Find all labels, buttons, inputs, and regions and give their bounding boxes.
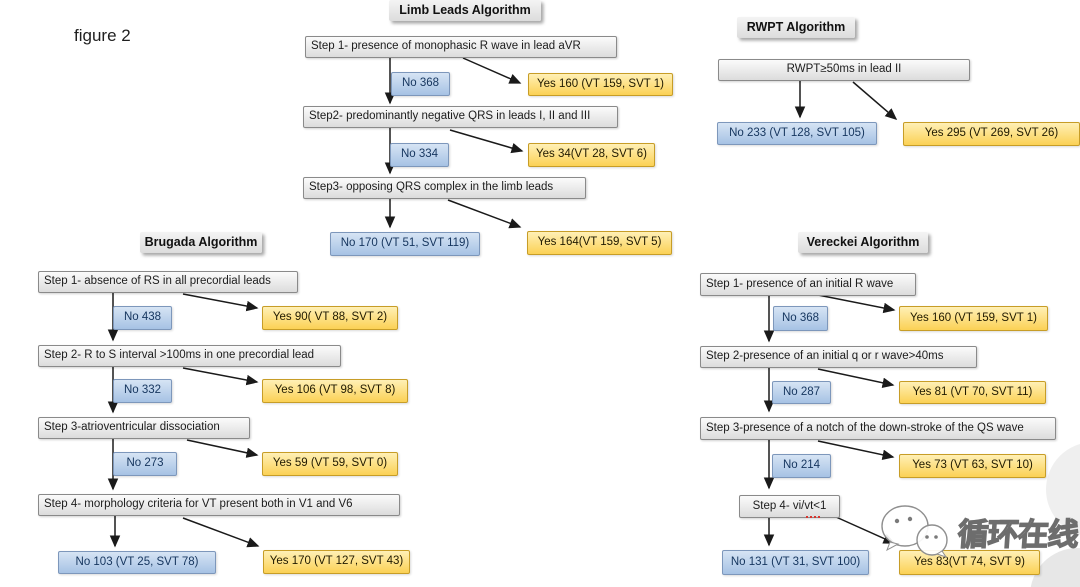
limb-step-2-no: No 334: [390, 143, 449, 167]
vereckei-step-4-no: No 131 (VT 31, SVT 100): [722, 550, 869, 575]
brugada-step-3-no: No 273: [113, 452, 177, 476]
limb-step-3-box: Step3- opposing QRS complex in the limb …: [303, 177, 586, 199]
limb-step-1-yes: Yes 160 (VT 159, SVT 1): [528, 73, 673, 96]
vereckei-step-4-label: Step 4- vi/vt<1: [752, 499, 827, 512]
vereckei-step-1-box: Step 1- presence of an initial R wave: [700, 273, 916, 296]
algorithm-title-vereckei: Vereckei Algorithm: [798, 232, 928, 253]
brugada-step-4-no: No 103 (VT 25, SVT 78): [58, 551, 216, 574]
figure-label: figure 2: [74, 26, 131, 45]
limb-step-1-box: Step 1- presence of monophasic R wave in…: [305, 36, 617, 58]
limb-step-2-yes: Yes 34(VT 28, SVT 6): [528, 143, 655, 167]
brugada-step-2-box: Step 2- R to S interval >100ms in one pr…: [38, 345, 341, 367]
brugada-step-1-no: No 438: [113, 306, 172, 330]
limb-step-2-box: Step2- predominantly negative QRS in lea…: [303, 106, 618, 128]
brugada-step-3-yes: Yes 59 (VT 59, SVT 0): [262, 452, 398, 476]
vereckei-step-3-box: Step 3-presence of a notch of the down-s…: [700, 417, 1056, 440]
algorithm-title-limb-leads: Limb Leads Algorithm: [389, 0, 541, 21]
vereckei-step-1-no: No 368: [773, 306, 828, 331]
limb-step-3-no: No 170 (VT 51, SVT 119): [330, 232, 480, 256]
vereckei-step-4-box: Step 4- vi/vt<1: [739, 495, 840, 518]
spellcheck-underline: [806, 512, 820, 518]
brugada-step-3-box: Step 3-atrioventricular dissociation: [38, 417, 250, 439]
brugada-step-4-box: Step 4- morphology criteria for VT prese…: [38, 494, 400, 516]
brugada-step-1-box: Step 1- absence of RS in all precordial …: [38, 271, 298, 293]
brugada-step-2-no: No 332: [113, 379, 172, 403]
vereckei-step-2-box: Step 2-presence of an initial q or r wav…: [700, 346, 977, 368]
rwpt-yes: Yes 295 (VT 269, SVT 26): [903, 122, 1080, 146]
rwpt-no: No 233 (VT 128, SVT 105): [717, 122, 877, 145]
brugada-step-4-yes: Yes 170 (VT 127, SVT 43): [263, 550, 410, 574]
brugada-step-2-yes: Yes 106 (VT 98, SVT 8): [262, 379, 408, 403]
vereckei-step-2-yes: Yes 81 (VT 70, SVT 11): [899, 381, 1046, 404]
algorithm-title-brugada: Brugada Algorithm: [140, 232, 262, 253]
vereckei-step-2-no: No 287: [772, 381, 831, 404]
vereckei-step-4-yes: Yes 83(VT 74, SVT 9): [899, 550, 1040, 575]
limb-step-1-no: No 368: [391, 72, 450, 96]
vereckei-step-3-no: No 214: [772, 454, 831, 478]
limb-step-3-yes: Yes 164(VT 159, SVT 5): [527, 231, 672, 255]
vereckei-step-1-yes: Yes 160 (VT 159, SVT 1): [899, 306, 1048, 331]
vereckei-step-3-yes: Yes 73 (VT 63, SVT 10): [899, 454, 1046, 478]
algorithm-title-rwpt: RWPT Algorithm: [737, 17, 855, 38]
rwpt-criterion-box: RWPT≥50ms in lead II: [718, 59, 970, 81]
brugada-step-1-yes: Yes 90( VT 88, SVT 2): [262, 306, 398, 330]
